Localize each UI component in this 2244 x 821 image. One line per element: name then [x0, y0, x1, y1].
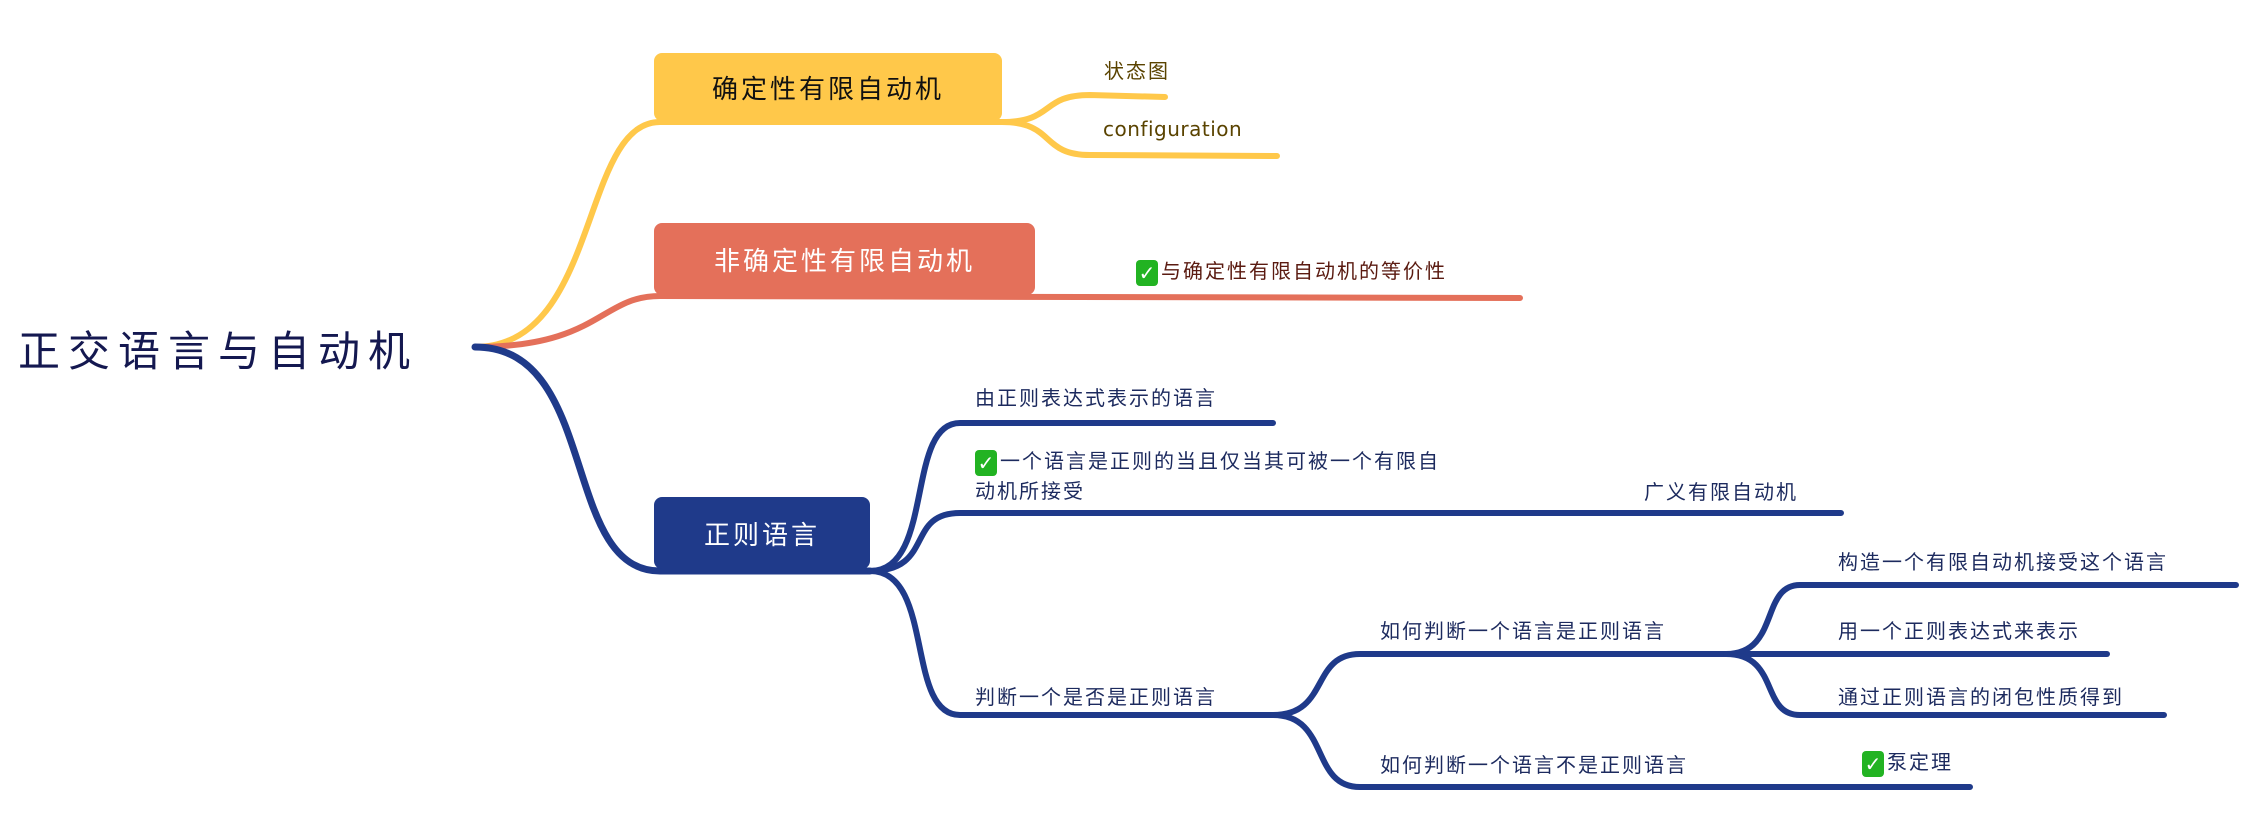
- check-icon: ✓: [1136, 259, 1158, 286]
- topic-nfa-equivalence-label: 与确定性有限自动机的等价性: [1161, 259, 1447, 283]
- topic-configuration[interactable]: configuration: [1103, 117, 1243, 141]
- link-c3-a: [1270, 651, 1729, 718]
- link-a-3: [1723, 651, 2167, 718]
- link-c3-b: [1270, 712, 1973, 790]
- topic-regular-label: 正则语言: [703, 520, 820, 551]
- link-dfa-configuration: [999, 119, 1280, 159]
- topic-is-regular[interactable]: 如何判断一个语言是正则语言: [1380, 619, 1666, 643]
- topic-regular[interactable]: 正则语言: [654, 497, 870, 569]
- topic-fa-accept-line1: 一个语言是正则的当且仅当其可被一个有限自: [1000, 449, 1440, 473]
- check-icon: ✓: [1862, 750, 1884, 777]
- topic-gnfa[interactable]: 广义有限自动机: [1644, 480, 1798, 504]
- topic-fa-accept-line2: 动机所接受: [975, 479, 1085, 503]
- topic-use-regex[interactable]: 用一个正则表达式来表示: [1838, 619, 2080, 643]
- link-root-nfa: [472, 292, 1523, 350]
- topic-regex-language[interactable]: 由正则表达式表示的语言: [975, 386, 1217, 410]
- link-regular-c3: [867, 568, 1276, 718]
- topic-dfa[interactable]: 确定性有限自动机: [654, 53, 1002, 121]
- topic-pumping-lemma-label: 泵定理: [1887, 750, 1953, 774]
- topic-not-regular[interactable]: 如何判断一个语言不是正则语言: [1380, 753, 1688, 777]
- link-regular-c2: [867, 510, 1844, 574]
- topic-pumping-lemma[interactable]: ✓泵定理: [1862, 746, 1953, 777]
- link-root-dfa: [472, 119, 1005, 350]
- topic-state-diagram[interactable]: 状态图: [1104, 59, 1170, 83]
- topic-nfa-equivalence[interactable]: ✓与确定性有限自动机的等价性: [1136, 255, 1447, 286]
- root-topic[interactable]: 正交语言与自动机: [18, 327, 419, 376]
- topic-how-to-judge[interactable]: 判断一个是否是正则语言: [975, 685, 1217, 709]
- link-regular-c1: [867, 420, 1276, 574]
- topic-dfa-label: 确定性有限自动机: [711, 74, 944, 105]
- link-root-regular: [471, 343, 874, 575]
- topic-nfa[interactable]: 非确定性有限自动机: [654, 223, 1035, 295]
- topic-fa-accept[interactable]: ✓一个语言是正则的当且仅当其可被一个有限自 动机所接受: [975, 446, 1440, 506]
- link-a-1: [1723, 582, 2239, 657]
- topic-construct-fa[interactable]: 构造一个有限自动机接受这个语言: [1838, 550, 2168, 574]
- topic-closure[interactable]: 通过正则语言的闭包性质得到: [1838, 685, 2124, 709]
- topic-nfa-label: 非确定性有限自动机: [713, 246, 975, 277]
- check-icon: ✓: [975, 449, 997, 476]
